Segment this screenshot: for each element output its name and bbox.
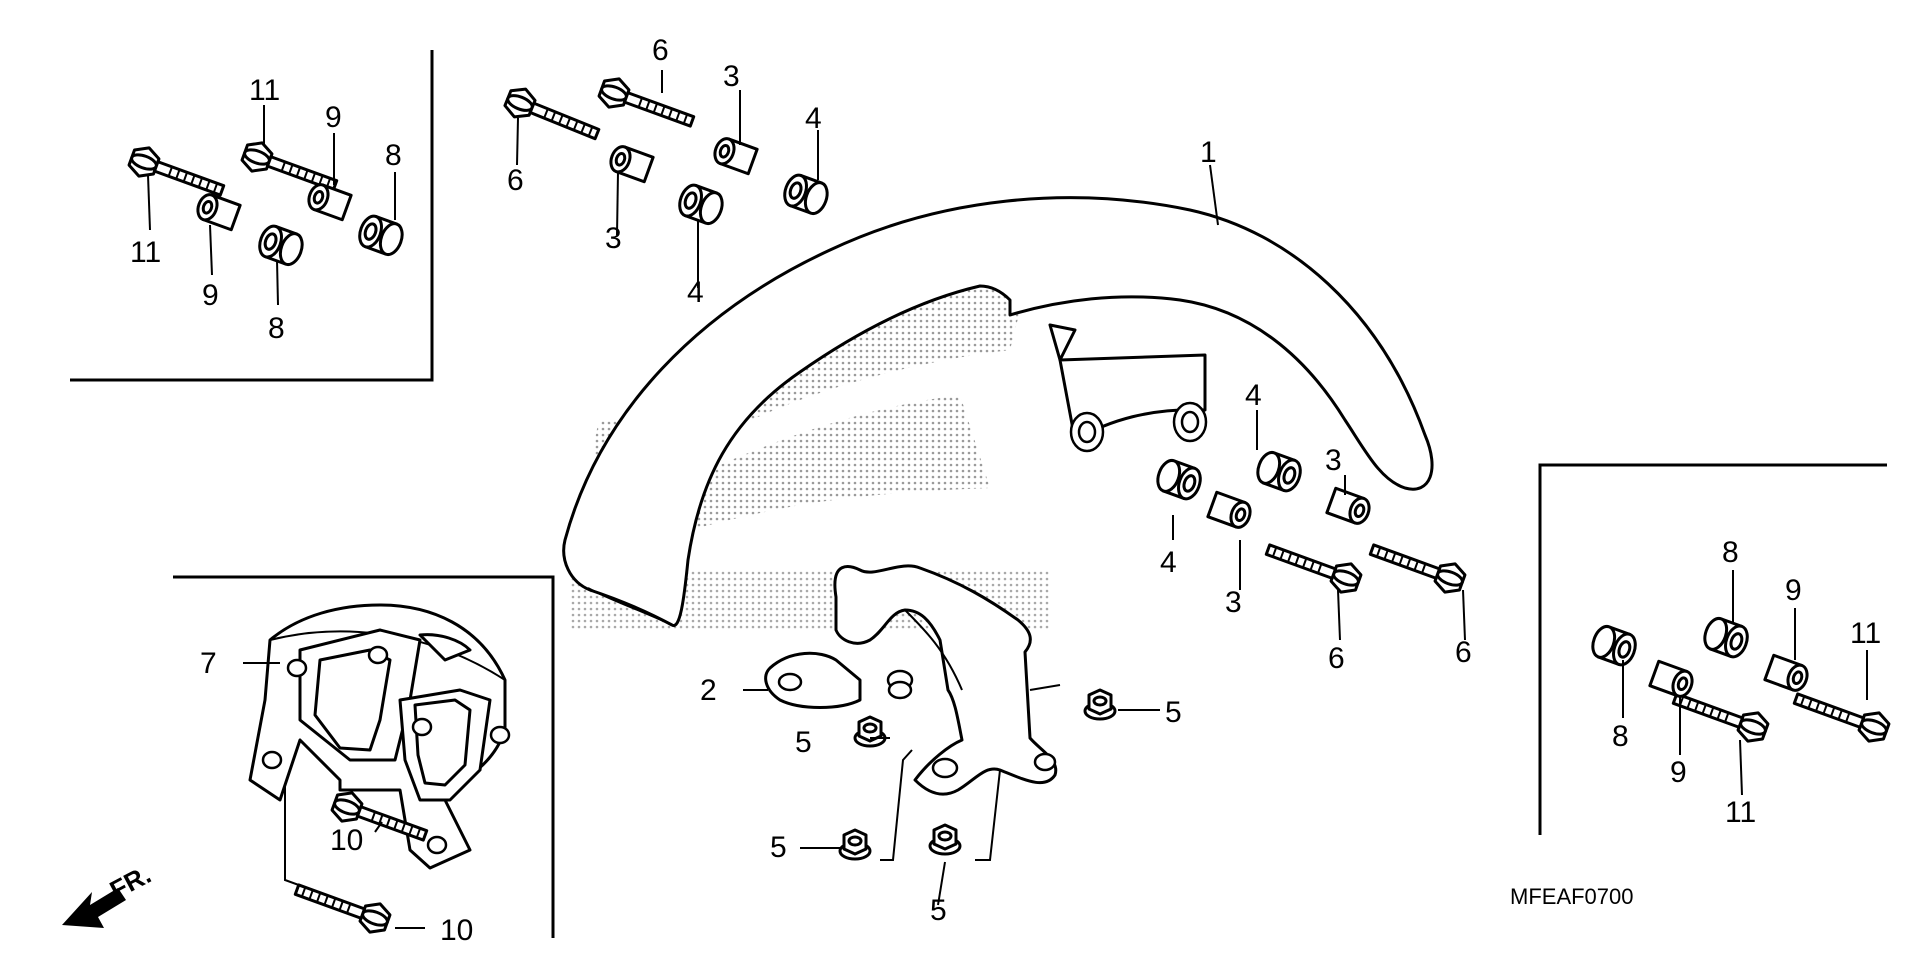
leader-lines — [147, 70, 1868, 929]
callout-6-a: 6 — [507, 164, 524, 197]
callout-10-a: 10 — [330, 824, 363, 857]
callout-4-c: 4 — [1245, 379, 1262, 412]
callout-4-a: 4 — [687, 276, 704, 309]
callout-6-c: 6 — [1328, 642, 1345, 675]
upper-left-panel-frame — [70, 50, 434, 382]
right-panel-frame — [1538, 463, 1887, 835]
diagram-code: MFEAF0700 — [1510, 884, 1634, 909]
callout-9-a: 9 — [325, 101, 342, 134]
callout-5-b: 5 — [795, 726, 812, 759]
callout-4-b: 4 — [805, 102, 822, 135]
callout-3-b: 3 — [723, 60, 740, 93]
bracket-icon — [764, 564, 1058, 796]
callout-10-b: 10 — [440, 914, 473, 947]
callout-8-a: 8 — [385, 139, 402, 172]
callout-8-c: 8 — [1722, 536, 1739, 569]
lower-left-panel-frame — [173, 575, 555, 938]
callout-3-a: 3 — [605, 222, 622, 255]
callout-5-a: 5 — [1165, 696, 1182, 729]
callout-1: 1 — [1200, 136, 1217, 169]
callout-9-d: 9 — [1670, 756, 1687, 789]
callout-labels: 1 2 3 3 3 3 4 4 4 4 5 5 5 5 5 6 6 6 6 7 … — [130, 34, 1881, 947]
callout-11-c: 11 — [1850, 617, 1881, 650]
callout-3-d: 3 — [1225, 586, 1242, 619]
callout-6-b: 6 — [652, 34, 669, 67]
front-arrow-icon: FR. — [62, 859, 156, 928]
callout-11-d: 11 — [1725, 796, 1756, 829]
callout-4-d: 4 — [1160, 546, 1177, 579]
callout-2: 2 — [700, 674, 717, 707]
callout-11-a: 11 — [249, 74, 280, 107]
callout-9-b: 9 — [202, 279, 219, 312]
callout-3-c: 3 — [1325, 444, 1342, 477]
fender-icon — [562, 196, 1434, 627]
callout-8-d: 8 — [1612, 720, 1629, 753]
fork-guard-icon — [248, 603, 511, 870]
callout-8-b: 8 — [268, 312, 285, 345]
callout-5-c: 5 — [770, 831, 787, 864]
callout-11-b: 11 — [130, 236, 161, 269]
callout-9-c: 9 — [1785, 574, 1802, 607]
callout-7: 7 — [200, 647, 217, 680]
callout-5-d: 5 — [930, 894, 947, 927]
callout-6-d: 6 — [1455, 636, 1472, 669]
